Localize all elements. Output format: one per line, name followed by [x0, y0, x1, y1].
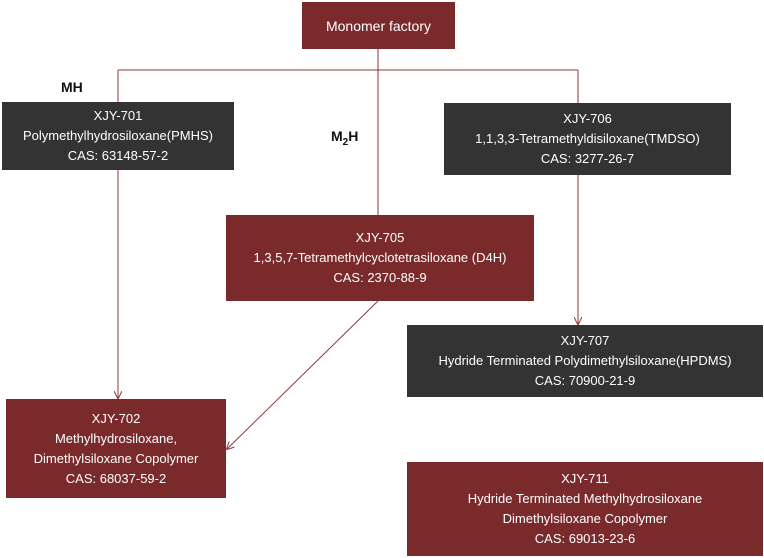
edge-label-m2h: M2H [331, 128, 359, 148]
node-name: 1,1,3,3-Tetramethyldisiloxane(TMDSO) [475, 131, 700, 146]
node-xjy-707: XJY-707 Hydride Terminated Polydimethyls… [407, 325, 763, 397]
node-xjy-701: XJY-701 Polymethylhydrosiloxane(PMHS) CA… [2, 102, 234, 170]
node-title: Monomer factory [325, 17, 432, 34]
node-name-line1: Methylhydrosiloxane, [54, 430, 178, 446]
node-cas: CAS: 2370-88-9 [333, 270, 427, 285]
node-monomer-factory: Monomer factory [302, 2, 455, 49]
node-code: XJY-711 [561, 471, 609, 486]
edge-label-mh: MH [61, 79, 83, 95]
node-name-line2: Dimethylsiloxane Copolymer [33, 450, 199, 466]
node-code: XJY-706 [563, 111, 612, 126]
node-cas: CAS: 70900-21-9 [534, 373, 636, 388]
node-code: XJY-702 [91, 410, 141, 426]
node-name-line1: Hydride Terminated Methylhydrosiloxane [467, 491, 703, 506]
node-xjy-705: XJY-705 1,3,5,7-Tetramethylcyclotetrasil… [226, 215, 534, 301]
node-cas: CAS: 68037-59-2 [65, 470, 167, 486]
arrow-705-to-702 [227, 300, 379, 449]
node-cas: CAS: 69013-23-6 [534, 531, 636, 546]
node-name: Polymethylhydrosiloxane(PMHS) [22, 128, 213, 143]
node-xjy-711: XJY-711 Hydride Terminated Methylhydrosi… [407, 462, 763, 556]
node-xjy-702: XJY-702 Methylhydrosiloxane, Dimethylsil… [6, 399, 226, 498]
node-name: 1,3,5,7-Tetramethylcyclotetrasiloxane (D… [253, 250, 507, 265]
node-name-line2: Dimethylsiloxane Copolymer [502, 511, 668, 526]
node-code: XJY-701 [93, 108, 143, 123]
node-name: Hydride Terminated Polydimethylsiloxane(… [438, 353, 732, 368]
node-code: XJY-705 [355, 230, 405, 245]
node-cas: CAS: 3277-26-7 [540, 151, 635, 166]
node-xjy-706: XJY-706 1,1,3,3-Tetramethyldisiloxane(TM… [444, 103, 731, 175]
node-cas: CAS: 63148-57-2 [67, 148, 169, 163]
node-code: XJY-707 [560, 333, 610, 348]
